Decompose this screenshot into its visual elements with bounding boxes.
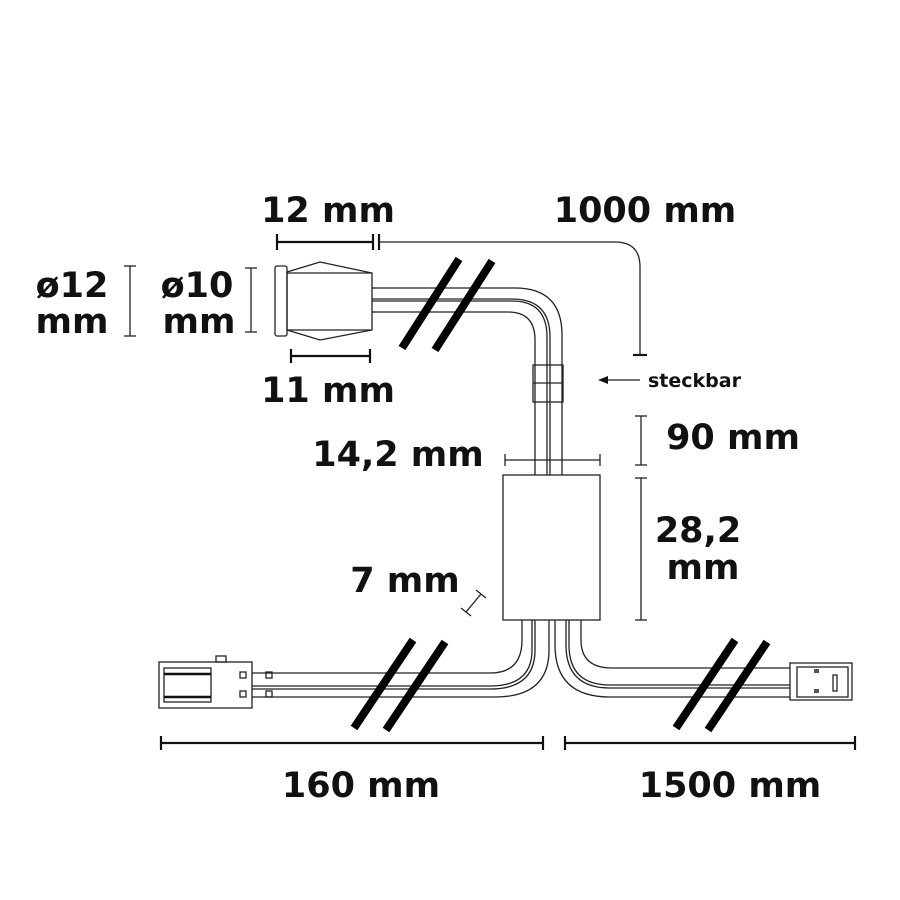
dim-box-width xyxy=(504,454,601,466)
label-box-height-unit: mm xyxy=(667,548,740,588)
label-outer-diameter: ø12 xyxy=(36,266,109,306)
label-pluggable: steckbar xyxy=(648,370,742,392)
right-connector xyxy=(789,662,853,701)
label-box-width: 14,2 mm xyxy=(312,435,483,475)
label-sensor-length: 12 mm xyxy=(261,191,395,231)
control-box xyxy=(502,474,601,621)
break-mark xyxy=(672,637,739,731)
dim-outer-diameter xyxy=(124,265,136,337)
label-inner-diameter-unit: mm xyxy=(163,302,236,342)
sensor-head xyxy=(274,261,373,341)
plug-sleeve xyxy=(532,364,564,403)
label-connector-distance: 90 mm xyxy=(666,418,800,458)
break-mark xyxy=(350,637,417,731)
dim-sensor-length xyxy=(275,234,375,250)
label-body-length: 11 mm xyxy=(261,371,395,411)
dim-box-depth xyxy=(460,589,487,617)
left-connector xyxy=(158,655,273,709)
lower-left-cable xyxy=(252,620,550,698)
break-mark xyxy=(704,639,771,733)
dim-body-length xyxy=(289,349,372,363)
break-mark xyxy=(382,639,449,733)
dim-cable-right xyxy=(563,736,857,750)
break-mark xyxy=(398,256,463,351)
label-inner-diameter: ø10 xyxy=(161,266,234,306)
break-mark xyxy=(431,258,496,353)
dim-inner-diameter xyxy=(245,267,257,333)
label-box-depth: 7 mm xyxy=(350,561,459,601)
arrow-icon xyxy=(598,376,640,384)
upper-cable xyxy=(372,287,563,475)
label-box-height: 28,2 xyxy=(655,511,741,551)
label-cable-right: 1500 mm xyxy=(639,766,822,806)
label-cable-left: 160 mm xyxy=(282,766,440,806)
lower-right-cable xyxy=(554,620,790,698)
label-outer-diameter-unit: mm xyxy=(36,302,109,342)
dim-connector-distance xyxy=(635,415,647,466)
dim-cable-left xyxy=(159,736,545,750)
dim-box-height xyxy=(635,477,647,621)
dim-cable-length-top xyxy=(377,234,647,357)
label-cable-length-top: 1000 mm xyxy=(554,191,737,231)
